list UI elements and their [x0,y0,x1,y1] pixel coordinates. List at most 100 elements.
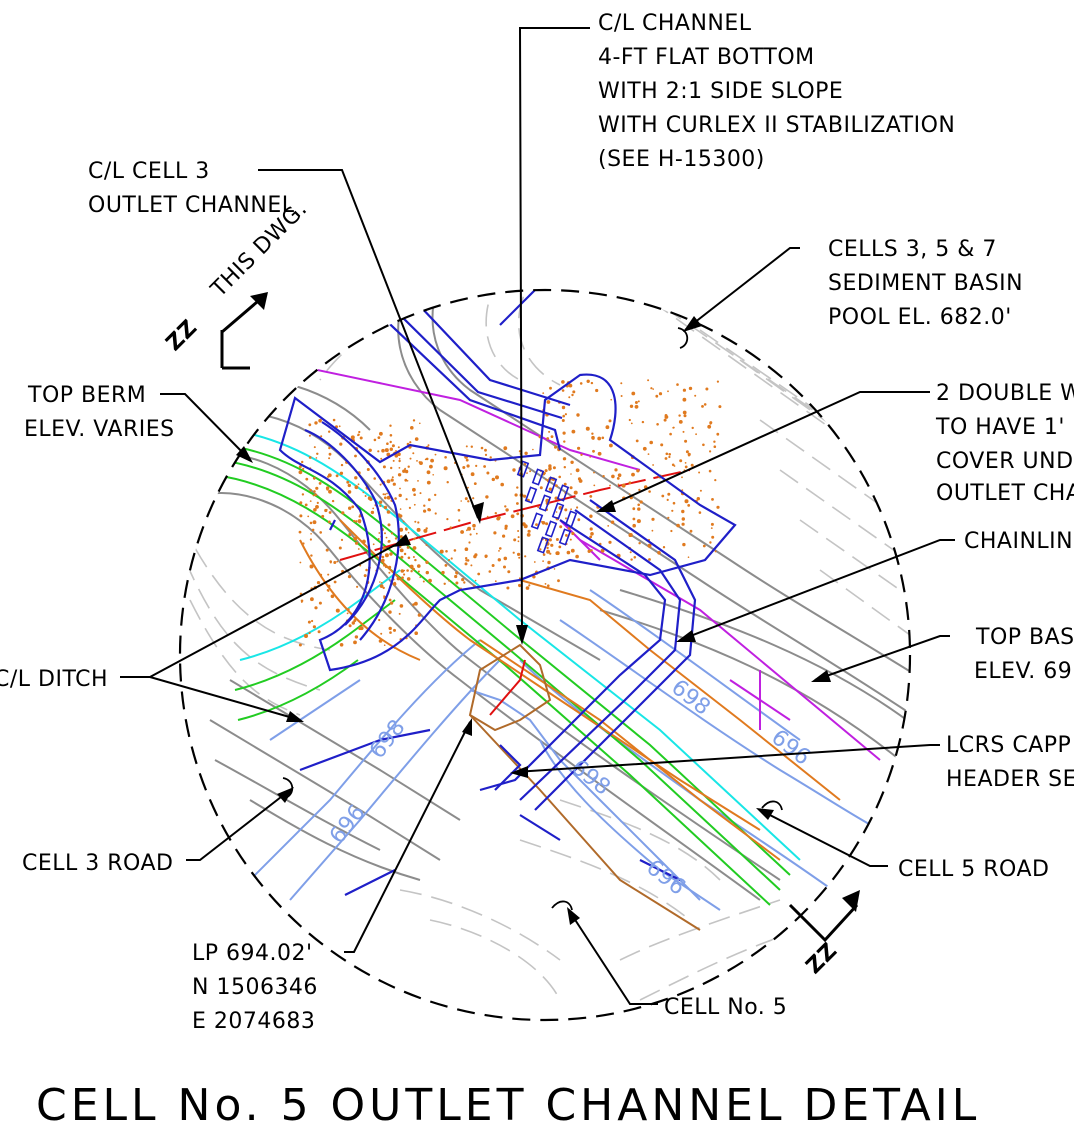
detail-circle-content: 698 696 698 698 696 696 [180,290,910,1001]
riprap-dot [548,430,551,433]
riprap-dot [412,419,416,422]
riprap-dot [573,490,578,495]
riprap-dot [702,443,705,447]
contour-label: 696 [766,725,814,771]
riprap-dot [315,486,319,490]
riprap-dot [460,530,464,534]
riprap-dot [419,422,421,425]
riprap-dot [517,552,521,557]
riprap-dot [589,514,593,518]
label-line: C/L DITCH [0,667,108,692]
label-cell5: CELL No. 5 [664,995,787,1020]
riprap-dot [402,469,406,473]
riprap-dot [314,421,318,425]
riprap-dot [456,573,458,575]
riprap-dot [381,448,385,453]
riprap-dot [694,394,697,397]
riprap-dot [399,487,401,490]
riprap-dot [402,520,405,523]
riprap-dot [301,493,305,496]
riprap-dot [304,503,308,507]
riprap-dot [517,540,520,543]
riprap-dot [563,466,566,469]
riprap-dot [353,640,357,645]
riprap-dot [372,543,375,546]
riprap-dot [682,430,685,433]
riprap-dot [385,536,388,539]
riprap-dot [483,465,486,468]
riprap-dot [417,521,420,524]
riprap-dot [486,515,489,518]
riprap-dot [384,493,387,496]
riprap-dot [467,486,469,489]
riprap-dot [386,442,389,446]
riprap-dot [430,458,434,463]
riprap-dot [377,450,380,453]
riprap-dot [389,447,393,451]
riprap-dot [350,435,355,440]
riprap-dot [699,489,702,492]
riprap-dot [465,445,468,448]
riprap-dot [377,436,381,439]
riprap-dot [494,512,497,515]
riprap-dot [462,466,466,469]
riprap-dot [563,440,566,443]
riprap-dot [684,499,689,504]
riprap-dot [443,582,446,585]
riprap-dot [561,405,566,410]
riprap-dot [542,560,544,562]
riprap-dot [449,526,452,529]
riprap-dot [525,586,530,590]
riprap-dot [710,522,714,526]
riprap-dot [464,547,469,551]
riprap-dot [390,601,394,605]
riprap-dot [518,556,521,559]
riprap-dot [570,508,572,511]
riprap-dot [716,432,720,436]
riprap-dot [346,480,350,484]
label-top-basin: TOP BAS ELEV. 69 [974,625,1074,684]
riprap-dot [593,484,596,487]
riprap-dot [365,568,368,572]
riprap-dot [423,509,427,513]
riprap-dot [484,448,487,452]
riprap-dot [434,512,437,515]
riprap-dot [709,541,712,544]
riprap-dot [718,405,722,409]
riprap-dot [364,495,367,497]
label-line: C/L CHANNEL [598,11,752,36]
label-cell5-road: CELL 5 ROAD [898,857,1049,882]
riprap-dot [403,573,406,576]
riprap-dot [503,556,508,561]
riprap-dot [635,439,639,443]
riprap-dot [313,446,316,449]
label-lp-point: LP 694.02' N 1506346 E 2074683 [192,941,317,1034]
riprap-dot [473,528,476,531]
riprap-dot [445,550,448,553]
riprap-dot [714,479,717,482]
label-line: (SEE H-15300) [598,147,765,172]
riprap-dot [632,507,636,511]
riprap-dot [379,431,383,436]
riprap-dot [480,446,484,450]
riprap-dot [328,452,332,456]
riprap-dot [339,643,344,647]
riprap-dot [358,430,361,434]
riprap-dot [620,395,623,397]
riprap-dot [650,387,653,390]
riprap-dot [394,454,399,458]
riprap-dot [466,464,470,468]
riprap-dot [450,557,453,560]
riprap-dot [684,462,687,464]
blue-outlines [278,290,737,896]
riprap-dot [357,434,359,437]
riprap-dot [489,456,492,459]
riprap-dot [425,560,429,564]
riprap-dot [425,570,429,575]
riprap-dot [571,531,575,536]
riprap-dot [354,618,357,620]
riprap-dot [404,478,408,482]
riprap-dot [399,508,402,510]
riprap-dot [670,529,673,533]
riprap-dot [338,425,341,428]
